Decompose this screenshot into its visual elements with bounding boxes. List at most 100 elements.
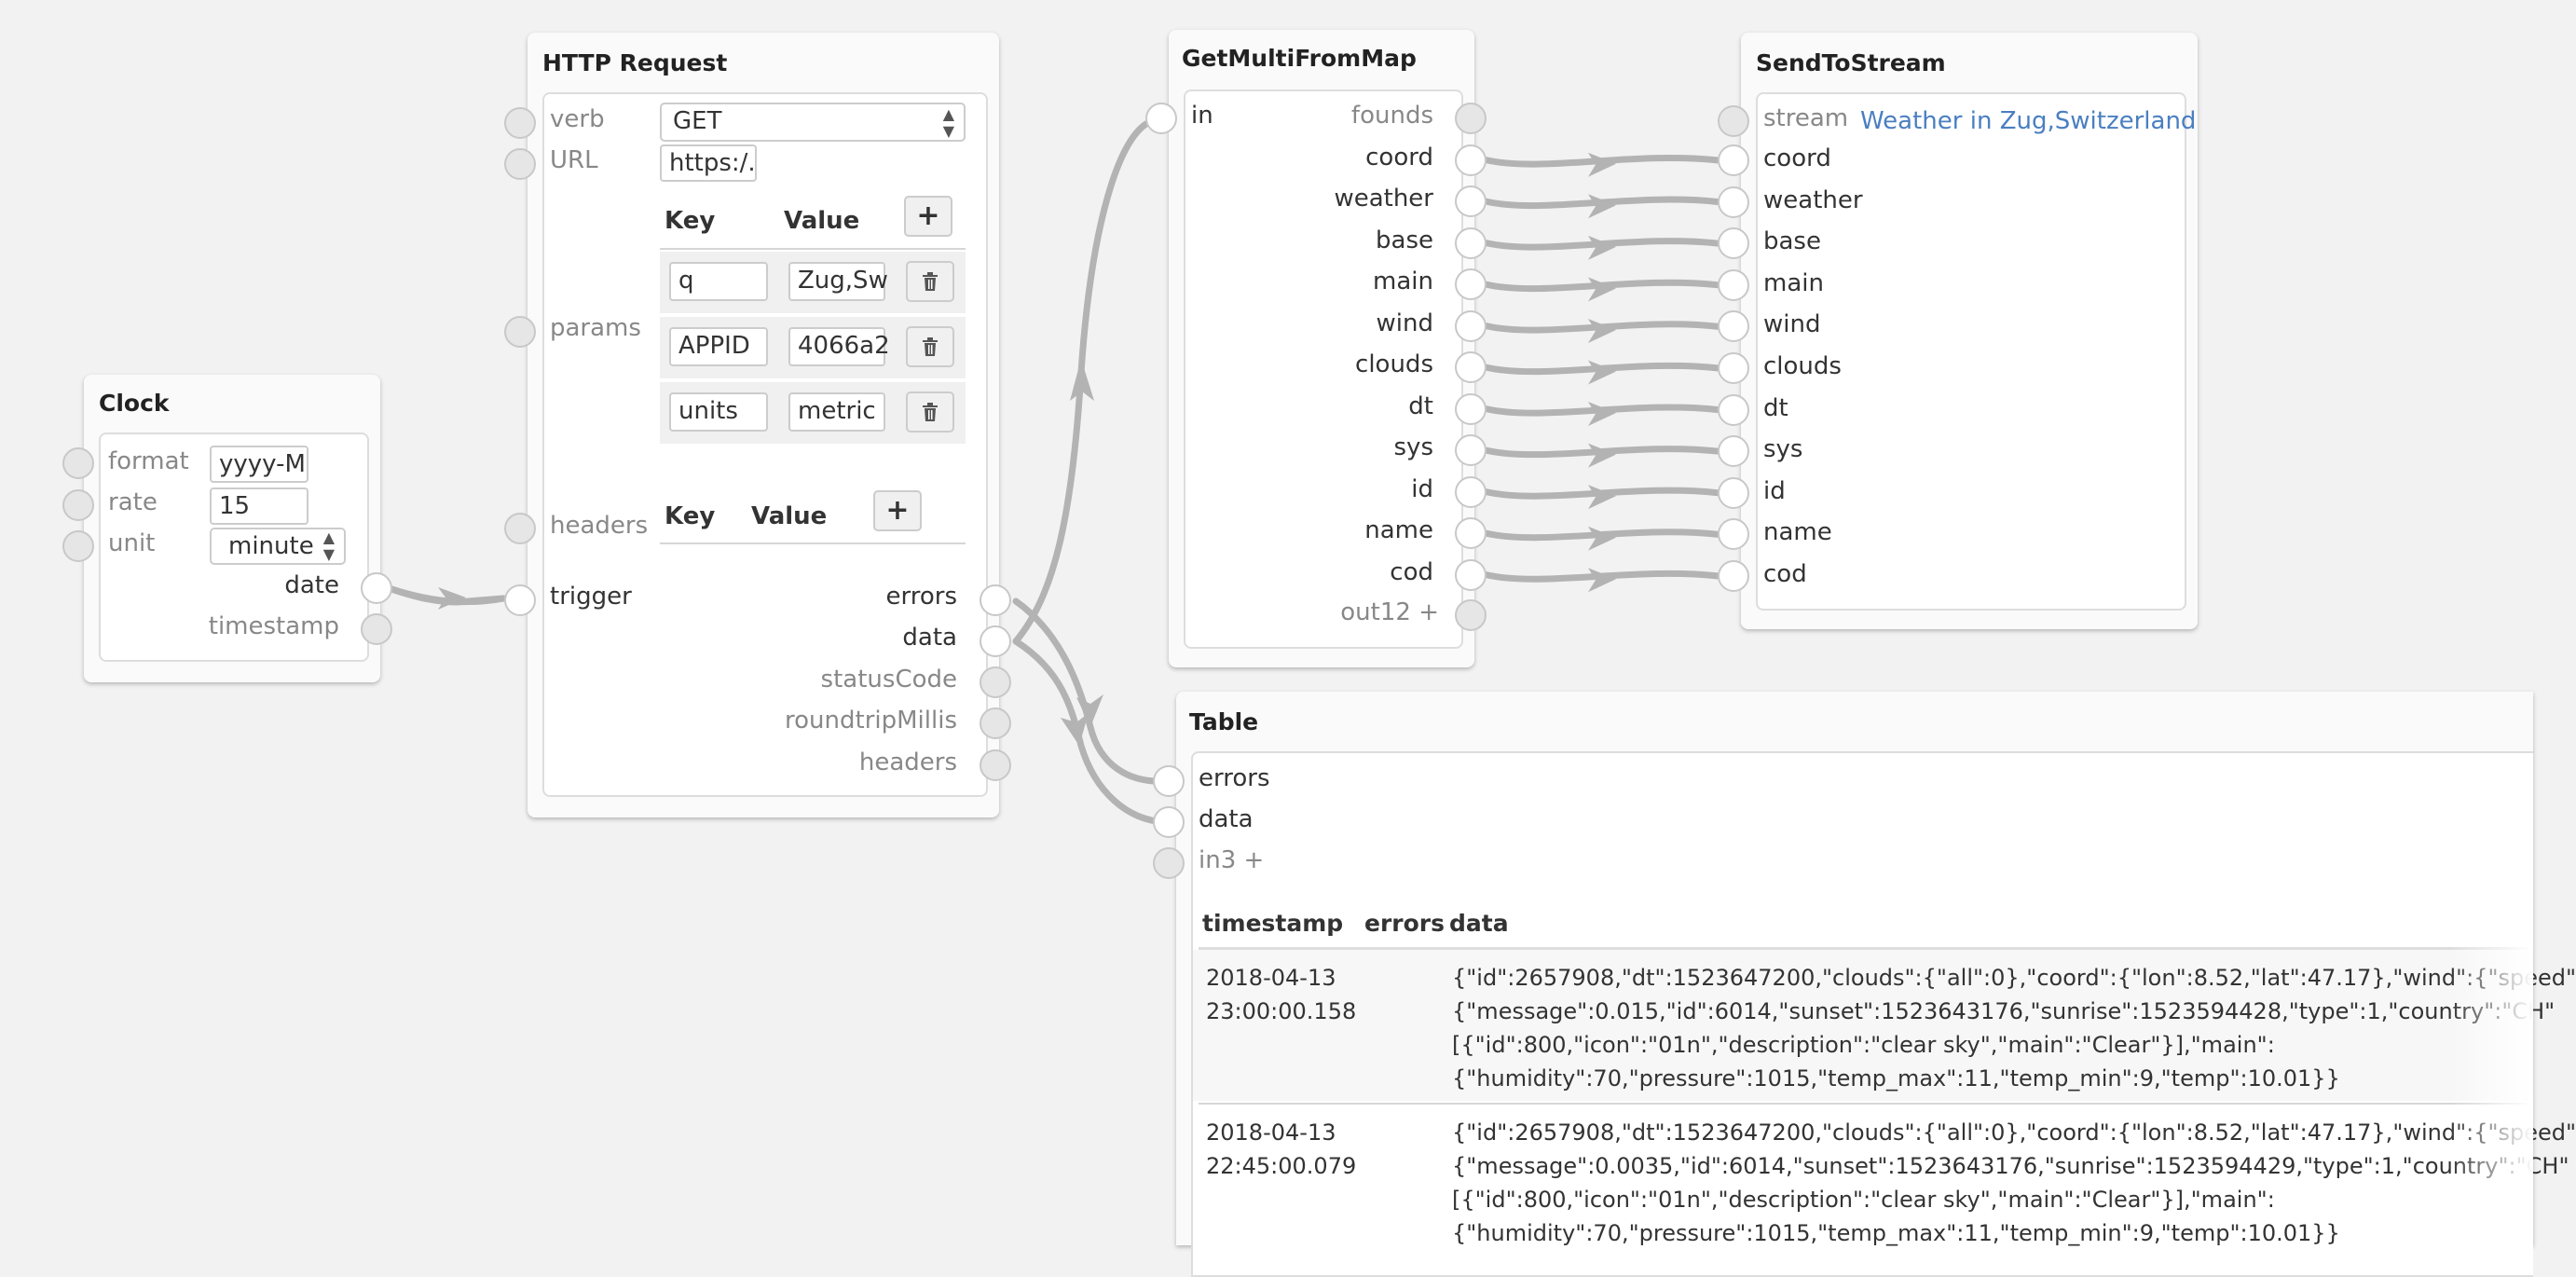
getmulti-clouds-port[interactable] bbox=[1455, 351, 1487, 383]
params-divider bbox=[660, 248, 966, 250]
send-coord-label: coord bbox=[1763, 144, 1831, 172]
clock-unit-select[interactable]: minute ▲▼ bbox=[210, 528, 346, 565]
send-stream-label: stream bbox=[1763, 104, 1849, 132]
clock-format-input[interactable]: yyyy-M bbox=[210, 446, 308, 483]
clock-unit-port[interactable] bbox=[62, 530, 94, 562]
send-dt-port[interactable] bbox=[1718, 393, 1749, 426]
send-wind-port[interactable] bbox=[1718, 310, 1749, 343]
http-statuscode-port[interactable] bbox=[980, 666, 1011, 698]
clock-rate-port[interactable] bbox=[62, 489, 94, 521]
params-key-header: Key bbox=[665, 207, 716, 235]
clock-timestamp-port[interactable] bbox=[361, 613, 392, 645]
getmulti-founds-port[interactable] bbox=[1455, 103, 1487, 134]
clock-format-port[interactable] bbox=[62, 447, 94, 479]
param-value-input[interactable]: Zug,Sw bbox=[788, 262, 888, 301]
send-cod-port[interactable] bbox=[1718, 560, 1749, 592]
wire-arrow-main bbox=[1588, 277, 1616, 302]
table-data-port[interactable] bbox=[1153, 806, 1185, 838]
table-node[interactable]: Table timestamp errors data 2018-04-13 2… bbox=[1176, 692, 2576, 1277]
getmulti-coord-port[interactable] bbox=[1455, 144, 1487, 176]
sendtostream-title: SendToStream bbox=[1756, 49, 1946, 76]
send-clouds-port[interactable] bbox=[1718, 352, 1749, 384]
send-base-port[interactable] bbox=[1718, 227, 1749, 260]
getmulti-name-label: name bbox=[1364, 516, 1433, 544]
http-url-input[interactable]: https:/. bbox=[660, 144, 757, 182]
wire-data-table bbox=[1012, 638, 1169, 826]
http-errors-port[interactable] bbox=[980, 584, 1011, 616]
getmulti-node[interactable]: GetMultiFromMap bbox=[1169, 30, 1474, 667]
getmulti-cod-port[interactable] bbox=[1455, 558, 1487, 591]
http-trigger-port[interactable] bbox=[504, 584, 536, 616]
clock-date-port[interactable] bbox=[361, 572, 392, 604]
http-headers-out-port[interactable] bbox=[980, 749, 1011, 781]
send-name-port[interactable] bbox=[1718, 518, 1749, 551]
clock-unit-label: unit bbox=[108, 529, 156, 557]
sendtostream-node[interactable]: SendToStream bbox=[1741, 33, 2198, 629]
send-stream-port[interactable] bbox=[1718, 105, 1749, 137]
send-id-label: id bbox=[1763, 476, 1786, 505]
param-key-input[interactable]: units bbox=[669, 392, 768, 432]
updown-arrows-icon: ▲▼ bbox=[942, 105, 954, 140]
http-verb-port[interactable] bbox=[504, 107, 536, 139]
send-name-label: name bbox=[1763, 518, 1832, 547]
http-request-title: HTTP Request bbox=[542, 49, 728, 76]
plus-icon: + bbox=[916, 199, 940, 232]
param-delete-button[interactable] bbox=[906, 261, 954, 302]
clock-rate-input[interactable]: 15 bbox=[210, 487, 308, 525]
send-sys-port[interactable] bbox=[1718, 435, 1749, 468]
send-weather-port[interactable] bbox=[1718, 185, 1749, 218]
row-data-line: {"message":0.0035,"id":6014,"sunset":152… bbox=[1452, 1153, 2569, 1179]
row-timestamp-time: 23:00:00.158 bbox=[1206, 998, 1357, 1024]
getmulti-out12-label: out12 + bbox=[1340, 598, 1439, 626]
send-id-port[interactable] bbox=[1718, 476, 1749, 509]
http-params-port[interactable] bbox=[504, 316, 536, 348]
getmulti-in-port[interactable] bbox=[1145, 103, 1177, 134]
params-row: units metric bbox=[660, 382, 966, 444]
getmulti-main-label: main bbox=[1373, 268, 1433, 295]
http-verb-select[interactable]: GET ▲▼ bbox=[660, 103, 966, 142]
params-row: q Zug,Sw bbox=[660, 252, 966, 313]
wire-errors-table bbox=[1012, 597, 1169, 785]
getmulti-id-port[interactable] bbox=[1455, 475, 1487, 508]
clock-title: Clock bbox=[99, 390, 170, 417]
params-add-button[interactable]: + bbox=[904, 196, 952, 237]
send-coord-port[interactable] bbox=[1718, 144, 1749, 176]
param-key-input[interactable]: APPID bbox=[669, 327, 768, 366]
send-main-port[interactable] bbox=[1718, 268, 1749, 301]
getmulti-dt-port[interactable] bbox=[1455, 392, 1487, 425]
param-delete-button[interactable] bbox=[906, 326, 954, 367]
getmulti-clouds-label: clouds bbox=[1355, 350, 1433, 378]
getmulti-base-port[interactable] bbox=[1455, 227, 1487, 259]
http-verb-label: verb bbox=[550, 105, 605, 133]
http-roundtrip-label: roundtripMillis bbox=[785, 707, 957, 735]
getmulti-sys-port[interactable] bbox=[1455, 434, 1487, 466]
http-url-port[interactable] bbox=[504, 148, 536, 180]
param-value-input[interactable]: metric bbox=[788, 392, 885, 432]
http-roundtrip-port[interactable] bbox=[980, 707, 1011, 739]
row-data-line: {"id":2657908,"dt":1523647200,"clouds":{… bbox=[1452, 1119, 2576, 1146]
getmulti-weather-port[interactable] bbox=[1455, 185, 1487, 217]
getmulti-title: GetMultiFromMap bbox=[1182, 45, 1417, 72]
http-data-port[interactable] bbox=[980, 625, 1011, 657]
table-in3-port[interactable] bbox=[1153, 847, 1185, 879]
http-headers-port[interactable] bbox=[504, 513, 536, 544]
http-headers-label: headers bbox=[550, 512, 649, 540]
getmulti-dt-label: dt bbox=[1408, 391, 1433, 420]
getmulti-base-label: base bbox=[1376, 226, 1433, 254]
param-delete-button[interactable] bbox=[906, 391, 954, 433]
send-stream-value[interactable]: Weather in Zug,Switzerland bbox=[1860, 107, 2197, 135]
param-key-input[interactable]: q bbox=[669, 262, 768, 301]
getmulti-out12-port[interactable] bbox=[1455, 599, 1487, 631]
getmulti-name-port[interactable] bbox=[1455, 517, 1487, 549]
getmulti-main-port[interactable] bbox=[1455, 268, 1487, 300]
headers-key-header: Key bbox=[665, 502, 716, 530]
params-row: APPID 4066a2 bbox=[660, 317, 966, 378]
plus-icon[interactable]: + bbox=[1243, 846, 1265, 874]
table-row: 2018-04-13 22:45:00.079 {"id":2657908,"d… bbox=[1193, 1105, 2576, 1263]
wire-arrow-cod bbox=[1588, 568, 1616, 593]
table-errors-port[interactable] bbox=[1153, 765, 1185, 797]
headers-add-button[interactable]: + bbox=[873, 490, 922, 531]
param-value-input[interactable]: 4066a2 bbox=[788, 327, 890, 366]
getmulti-wind-port[interactable] bbox=[1455, 309, 1487, 342]
plus-icon[interactable]: + bbox=[1418, 598, 1439, 626]
